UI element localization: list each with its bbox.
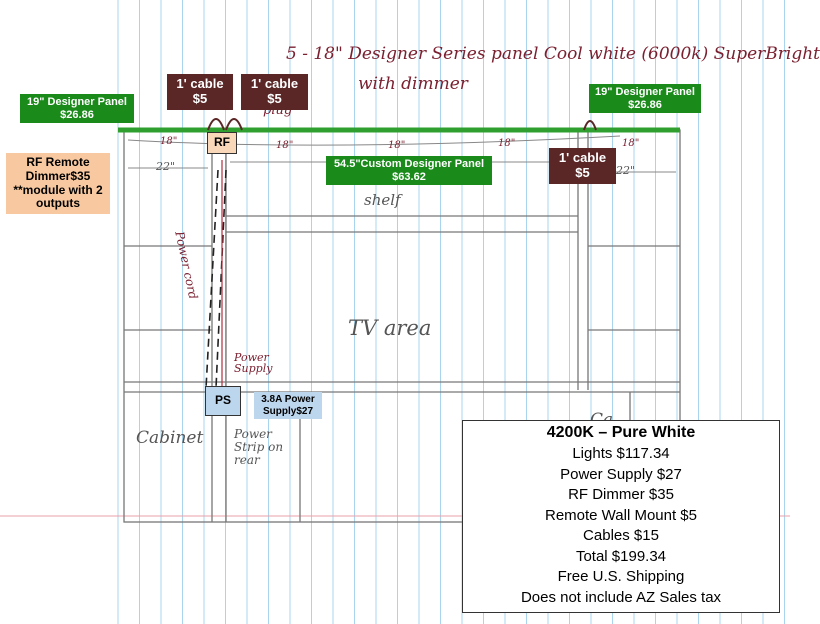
dim-22-left: 22" xyxy=(156,160,176,173)
cable-1-price: $5 xyxy=(192,90,208,106)
summary-row-lights: Lights $117.34 xyxy=(572,445,670,462)
rf-remote-line2: Dimmer$35 xyxy=(25,168,91,183)
power-supply-line1: 3.8A Power xyxy=(261,394,315,405)
handwritten-power-supply: Power Supply xyxy=(234,351,273,375)
cable-label-2: 1' cable $5 xyxy=(241,74,308,110)
summary-row-wall-mount: Remote Wall Mount $5 xyxy=(544,506,697,524)
power-supply-label: 3.8A Power Supply$27 xyxy=(254,392,322,419)
dim-22-right: 22" xyxy=(616,164,636,177)
handwritten-tv-area: TV area xyxy=(348,316,432,340)
price-summary-box: 4200K – Pure White Lights $117.34 Power … xyxy=(462,420,780,613)
rf-remote-line4: outputs xyxy=(36,196,80,211)
panel-center-name: 54.5"Custom Designer Panel xyxy=(333,158,485,170)
summary-row-cables: Cables $15 xyxy=(583,527,659,544)
dim-18-5: 18" xyxy=(622,138,640,149)
panel-center-label: 54.5"Custom Designer Panel $63.62 xyxy=(326,156,492,186)
cable-3-name: 1' cable xyxy=(558,150,607,165)
handwritten-title-line1: 5 - 18" Designer Series panel Cool white… xyxy=(286,44,820,64)
dim-18-1: 18" xyxy=(160,136,178,147)
summary-row-shipping: Free U.S. Shipping xyxy=(557,568,685,585)
rf-box: RF xyxy=(207,132,237,154)
panel-right-price: $26.86 xyxy=(628,98,662,111)
summary-row-rf-dimmer: RF Dimmer $35 xyxy=(568,486,674,503)
rf-remote-label: RF Remote Dimmer$35 **module with 2 outp… xyxy=(6,153,110,215)
summary-row-total: Total $199.34 xyxy=(575,547,667,565)
ps-box: PS xyxy=(205,386,241,416)
panel-left-label: 19" Designer Panel $26.86 xyxy=(20,94,134,124)
cable-loops xyxy=(207,118,597,131)
cable-3-price: $5 xyxy=(575,164,590,180)
dim-18-4: 18" xyxy=(498,138,516,149)
handwritten-shelf: shelf xyxy=(364,191,401,209)
dim-18-3: 18" xyxy=(388,140,406,151)
handwritten-power-strip: Power Strip on rear xyxy=(234,427,284,468)
summary-row-tax-note: Does not include AZ Sales tax xyxy=(520,588,722,606)
handwritten-cabinet: Cabinet xyxy=(136,428,204,448)
rf-remote-line3: **module with 2 xyxy=(13,182,103,197)
cable-label-1: 1' cable $5 xyxy=(167,74,233,110)
power-supply-line2: Supply$27 xyxy=(262,405,314,417)
cable-2-price: $5 xyxy=(267,90,282,106)
panel-right-label: 19" Designer Panel $26.86 xyxy=(589,84,701,114)
rf-remote-line1: RF Remote xyxy=(26,155,90,169)
panel-center-price: $63.62 xyxy=(392,170,426,183)
panel-left-name: 19" Designer Panel xyxy=(27,96,127,108)
cable-1-name: 1' cable xyxy=(176,76,224,91)
dim-18-2: 18" xyxy=(276,140,294,151)
panel-right-name: 19" Designer Panel xyxy=(595,86,695,98)
cable-label-3: 1' cable $5 xyxy=(549,148,616,184)
rf-ps-wiring xyxy=(205,169,227,389)
summary-title: 4200K – Pure White xyxy=(546,424,696,441)
handwritten-title-line2: with dimmer xyxy=(358,74,468,94)
summary-row-power-supply: Power Supply $27 xyxy=(560,465,682,483)
cable-2-name: 1' cable xyxy=(250,76,299,91)
panel-left-price: $26.86 xyxy=(60,108,94,121)
